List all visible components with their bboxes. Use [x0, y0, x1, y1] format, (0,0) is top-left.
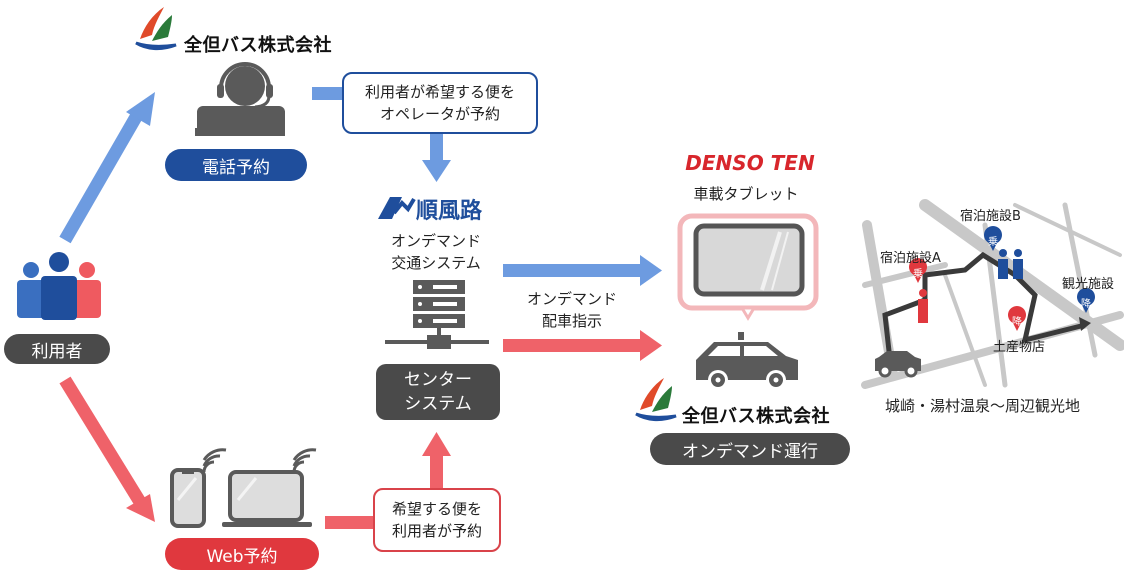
person-icon-a — [918, 289, 928, 323]
persons-icon-b — [998, 249, 1023, 279]
on-demand-operation-badge: オンデマンド運行 — [650, 433, 850, 465]
zentan-logo-text: 全但バス株式会社 — [682, 406, 830, 427]
zentan-logo-text: 全但バス株式会社 — [184, 35, 332, 56]
denso-ten-logo: DENSO TEN — [685, 151, 815, 175]
system-title-line-2: 交通システム — [391, 254, 481, 272]
arrow-users-to-phone — [59, 92, 155, 244]
pin-pickup-a: 乗 — [909, 257, 927, 283]
users-badge: 利用者 — [4, 334, 110, 364]
server-icon — [385, 280, 489, 349]
map-caption: 城崎・湯村温泉～周辺観光地 — [885, 397, 1081, 415]
pin-dropoff-sightseeing: 降 — [1077, 287, 1095, 313]
zentan-logo-mark — [135, 7, 177, 51]
center-system-line-2: システム — [404, 394, 472, 414]
operator-reservation-note: 利用者が希望する便を オペレータが予約 — [342, 72, 538, 134]
map-place-a-label: 宿泊施設A — [880, 251, 941, 266]
pin-label: 降 — [1081, 297, 1091, 310]
web-reservation-label: Web予約 — [206, 546, 278, 567]
tablet-bubble-icon — [677, 213, 819, 321]
arrow-system-to-car — [503, 330, 662, 361]
map-place-b-label: 宿泊施設B — [960, 209, 1021, 224]
route-path — [882, 251, 1086, 361]
operator-note-line-1: 利用者が希望する便を — [364, 83, 515, 101]
phone-reservation-label: 電話予約 — [202, 157, 270, 178]
zentan-logo-mark — [635, 378, 677, 422]
pin-pickup-b: 乗 — [984, 225, 1002, 251]
operator-headset-icon — [195, 62, 285, 136]
zentan-logo-bottom: 全但バス株式会社 — [632, 376, 852, 427]
connector-web-note — [325, 516, 377, 529]
zentan-logo-top: 全但バス株式会社 — [132, 5, 352, 56]
connector-phone-note — [312, 87, 347, 100]
arrow-system-to-tablet — [503, 255, 662, 286]
junpuro-logo-text: 順風路 — [416, 199, 483, 224]
pin-dropoff-souvenir: 降 — [1008, 305, 1026, 331]
map-place-souvenir-label: 土産物店 — [993, 340, 1046, 355]
dispatch-instruction-label: オンデマンド 配車指示 — [512, 288, 632, 332]
arrow-webnote-to-system — [422, 432, 451, 490]
users-group-icon — [17, 252, 101, 320]
map-taxi-icon — [875, 351, 921, 378]
users-label: 利用者 — [31, 341, 83, 362]
junpuro-logo-mark — [378, 197, 416, 219]
route-map: 乗 乗 降 降 — [861, 199, 1124, 389]
web-reservation-badge: Web予約 — [165, 538, 319, 570]
arrow-note-to-system — [422, 133, 451, 182]
pin-label: 乗 — [988, 236, 998, 248]
map-place-sightseeing-label: 観光施設 — [1062, 277, 1115, 292]
route-arrowhead — [1079, 317, 1091, 331]
web-devices-icon — [170, 448, 317, 528]
phone-reservation-badge: 電話予約 — [165, 149, 307, 181]
pin-label: 降 — [1012, 315, 1022, 328]
web-note-line-2: 利用者が予約 — [391, 522, 482, 540]
junpuro-logo: 順風路 — [378, 193, 508, 224]
dispatch-line-2: 配車指示 — [541, 312, 602, 330]
operator-note-line-2: オペレータが予約 — [379, 105, 500, 123]
taxi-car-icon — [696, 332, 798, 390]
on-demand-system-title: オンデマンド 交通システム — [376, 230, 496, 274]
dispatch-line-1: オンデマンド — [526, 290, 617, 308]
system-title-line-1: オンデマンド — [390, 232, 481, 250]
on-demand-operation-label: オンデマンド運行 — [682, 441, 818, 462]
pin-label: 乗 — [913, 268, 923, 280]
web-note-line-1: 希望する便を — [391, 500, 482, 518]
arrow-users-to-web — [59, 376, 155, 522]
web-reservation-note: 希望する便を 利用者が予約 — [373, 488, 501, 552]
center-system-line-1: センター — [404, 370, 472, 390]
in-vehicle-tablet-label: 車載タブレット — [693, 185, 799, 203]
center-system-box: センター システム — [376, 364, 500, 420]
